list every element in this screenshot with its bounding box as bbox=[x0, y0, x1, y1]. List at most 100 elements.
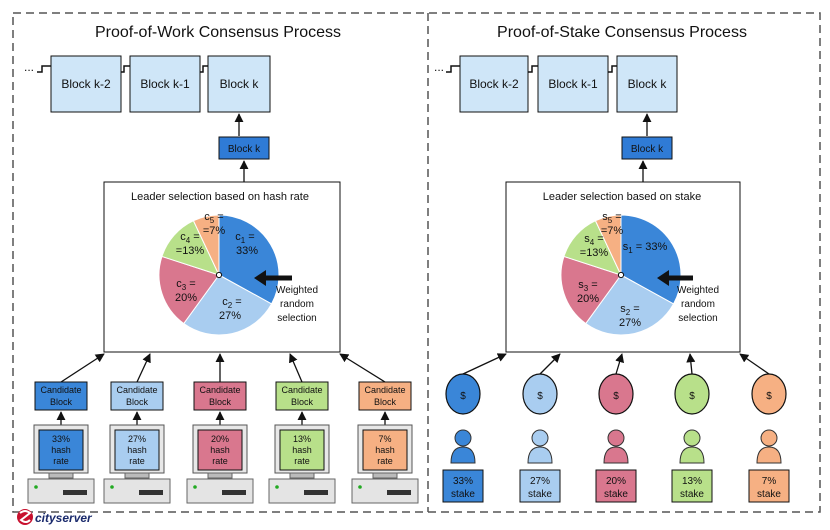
pow-computer-drive bbox=[63, 490, 87, 495]
pow-chain-block bbox=[50, 55, 122, 113]
person-head-icon bbox=[531, 429, 549, 447]
pos-staker-arrow bbox=[462, 353, 507, 375]
coin-symbol: $ bbox=[460, 391, 466, 402]
pow-pie-slice bbox=[183, 274, 273, 336]
pow-miner-unit: rate bbox=[377, 456, 393, 466]
pow-candidate-arrow bbox=[136, 353, 151, 383]
pos-leader-title: Leader selection based on stake bbox=[543, 191, 701, 203]
pow-miner-hashrate: 33% bbox=[52, 434, 70, 444]
pow-pie-slice bbox=[192, 214, 220, 276]
pow-miner-hashrate: 7% bbox=[378, 434, 391, 444]
pos-pie-label: s4 = bbox=[584, 233, 603, 247]
coin-icon bbox=[598, 373, 634, 415]
pos-pie-label-value: 27% bbox=[619, 317, 641, 329]
pos-stake-box bbox=[519, 469, 561, 503]
pow-candidate-label: Block bbox=[291, 397, 314, 407]
pos-stake-box bbox=[748, 469, 790, 503]
pow-chain-link bbox=[37, 65, 51, 73]
pow-candidate-label: Block bbox=[126, 397, 149, 407]
pow-miner-unit: hash bbox=[210, 445, 230, 455]
pow-candidate-arrow bbox=[339, 353, 386, 383]
pow-pie-label: c5 = bbox=[204, 211, 223, 225]
pow-pie-label: c4 = bbox=[180, 231, 199, 245]
pos-stakers: $33%stake$27%stake$20%stake$13%stake$7%s… bbox=[442, 353, 790, 503]
pos-stake-box bbox=[442, 469, 484, 503]
pos-pie-label: s2 = bbox=[620, 303, 639, 317]
pos-chain-block bbox=[459, 55, 529, 113]
pow-pie-label: c3 = bbox=[176, 278, 195, 292]
pow-miner-unit: rate bbox=[53, 456, 69, 466]
pow-pie-label-value: 20% bbox=[175, 292, 197, 304]
pow-candidate-block bbox=[193, 381, 247, 411]
person-body-icon bbox=[756, 446, 782, 464]
pos-pie-label-value: 20% bbox=[577, 293, 599, 305]
pos-pie-center-dot bbox=[617, 271, 625, 279]
pow-miner-unit: rate bbox=[294, 456, 310, 466]
pow-leader-title: Leader selection based on hash rate bbox=[131, 191, 309, 203]
pow-computer-stand bbox=[207, 472, 233, 479]
pos-chain-block bbox=[616, 55, 678, 113]
pos-pie-label: s1 = 33% bbox=[623, 241, 668, 255]
pos-stake-unit: stake bbox=[528, 489, 552, 500]
pow-miner-hashrate: 13% bbox=[293, 434, 311, 444]
pos-pointer-label: selection bbox=[678, 313, 717, 324]
pos-stake-unit: stake bbox=[757, 489, 781, 500]
pow-computer-led bbox=[110, 485, 114, 489]
pow-computer-case-icon bbox=[268, 478, 336, 504]
pow-monitor-screen bbox=[197, 429, 243, 471]
pos-selected-block-label: Block k bbox=[631, 144, 664, 155]
pos-chain-block-label: Block k-1 bbox=[548, 77, 598, 91]
person-body-icon bbox=[679, 446, 705, 464]
person-body-icon bbox=[603, 446, 629, 464]
person-head-icon bbox=[607, 429, 625, 447]
pow-monitor-screen bbox=[114, 429, 160, 471]
pos-chain-link bbox=[528, 65, 538, 73]
pow-computer-case-icon bbox=[186, 478, 254, 504]
pow-miner-hashrate: 20% bbox=[211, 434, 229, 444]
cityserver-logo: cityserver bbox=[17, 509, 93, 525]
pow-pie-center-dot bbox=[215, 271, 223, 279]
pow-candidate-label: Candidate bbox=[281, 385, 322, 395]
pow-computer-led bbox=[34, 485, 38, 489]
pow-pie-label: c1 = bbox=[235, 231, 254, 245]
pos-stake-unit: stake bbox=[451, 489, 475, 500]
coin-icon bbox=[751, 373, 787, 415]
pos-stake-value: 7% bbox=[762, 476, 777, 487]
pos-selected-block bbox=[621, 136, 673, 160]
pow-computer-stand bbox=[372, 472, 398, 479]
person-body-icon bbox=[527, 446, 553, 464]
pow-pointer-label: Weighted bbox=[276, 285, 318, 296]
pow-candidate-label: Candidate bbox=[116, 385, 157, 395]
pow-computer-drive bbox=[222, 490, 246, 495]
pow-title: Proof-of-Work Consensus Process bbox=[95, 24, 341, 41]
pow-pointer-arrowhead bbox=[254, 270, 266, 286]
pow-pie-label-value: =7% bbox=[203, 225, 226, 237]
pow-chain-link bbox=[121, 65, 130, 73]
pos-pie-label: s3 = bbox=[578, 279, 597, 293]
pow-miner-unit: hash bbox=[51, 445, 71, 455]
pow-pie-slice bbox=[158, 255, 220, 325]
person-head-icon bbox=[760, 429, 778, 447]
pos-pie-slice bbox=[560, 255, 622, 325]
pow-chain-block bbox=[207, 55, 271, 113]
pow-pie-label-value: 27% bbox=[219, 310, 241, 322]
pos-pie-slice bbox=[585, 274, 675, 336]
person-head-icon bbox=[454, 429, 472, 447]
pos-stake-box bbox=[671, 469, 713, 503]
pow-chain-block-label: Block k-2 bbox=[61, 77, 111, 91]
pow-candidate-arrow bbox=[289, 353, 303, 383]
pos-stake-value: 13% bbox=[682, 476, 702, 487]
coin-icon bbox=[445, 373, 481, 415]
pos-pie-label-value: =13% bbox=[580, 247, 609, 259]
pos-chain-block bbox=[537, 55, 609, 113]
pos-pie-label-value: =7% bbox=[601, 225, 624, 237]
pow-pie-label-value: 33% bbox=[236, 245, 258, 257]
pow-chain-block bbox=[129, 55, 201, 113]
pow-computer-stand bbox=[289, 472, 315, 479]
pow-miner-unit: hash bbox=[127, 445, 147, 455]
pos-chain-link bbox=[446, 65, 460, 73]
pow-candidate-block bbox=[34, 381, 88, 411]
pos-stake-value: 27% bbox=[530, 476, 550, 487]
pow-candidate-arrow bbox=[60, 353, 105, 383]
